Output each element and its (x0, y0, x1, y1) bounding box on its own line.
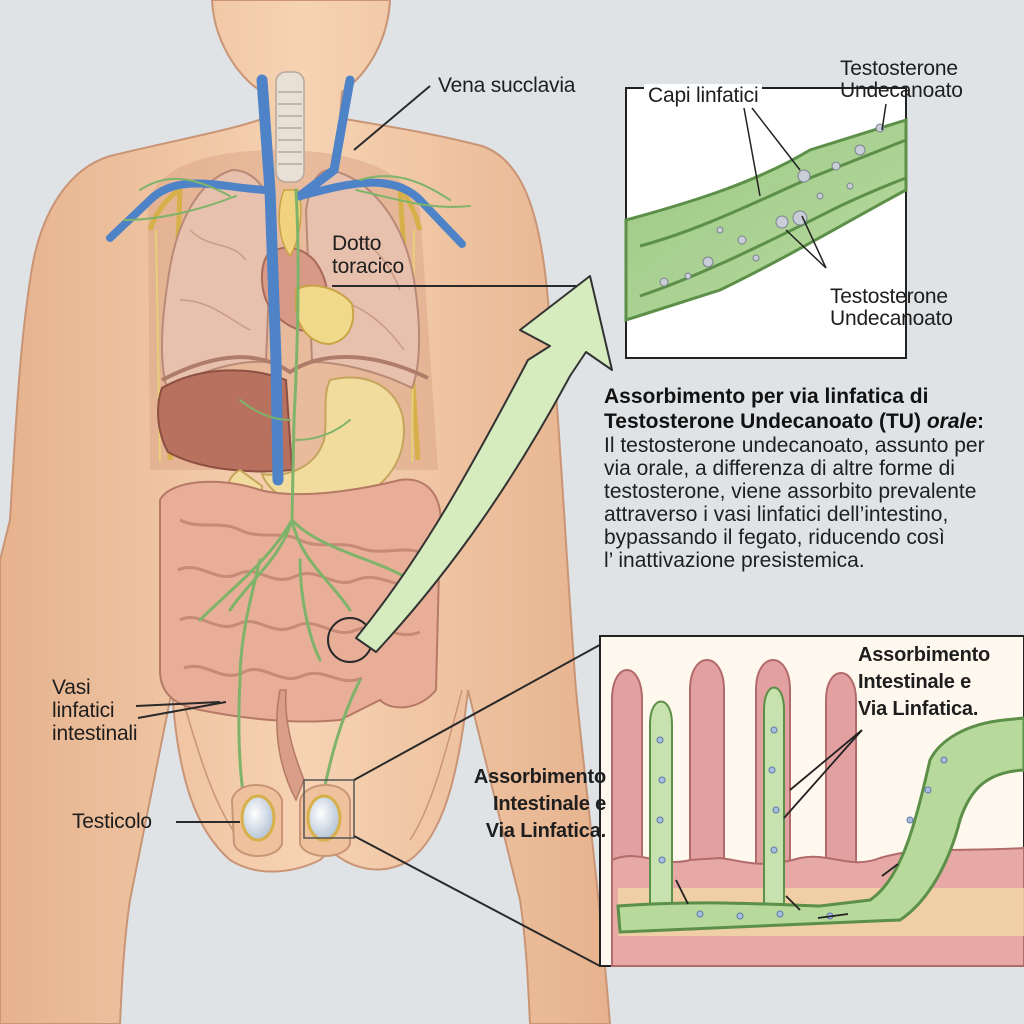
label-assorbimento-left-line1: Assorbimento (473, 766, 606, 788)
paragraph-title-prefix: Testosterone Undecanoato (TU) (604, 410, 927, 433)
label-vasi-linfatici-line2: linfatici (52, 699, 115, 722)
label-vasi-linfatici-line3: intestinali (52, 722, 138, 745)
paragraph-line-3: testosterone, viene assorbito prevalente (604, 480, 977, 503)
label-testosterone-top-line1: Testosterone (840, 57, 958, 80)
label-testosterone-top-line2: Undecanoato (840, 79, 963, 102)
label-vasi-linfatici: Vasi linfatici intestinali (52, 676, 138, 745)
paragraph-title: Assorbimento per via linfatica di Testos… (604, 384, 1020, 434)
label-assorbimento-right-line1: Assorbimento (858, 644, 991, 666)
lymph-vessel-inset (624, 87, 908, 359)
trachea (275, 71, 305, 183)
venous-system (106, 74, 466, 486)
testis-highlight-box (303, 779, 355, 839)
diaphragm (161, 354, 429, 382)
paragraph: Assorbimento per via linfatica di Testos… (604, 384, 1020, 572)
label-assorbimento-right-line3: Via Linfatica. (858, 698, 979, 720)
label-testicolo: Testicolo (72, 810, 152, 833)
label-dotto-toracico: Dotto toracico (332, 232, 404, 278)
label-assorbimento-right-line2: Intestinale e (858, 671, 971, 693)
label-testosterone-mid-line1: Testosterone (830, 285, 948, 308)
label-testosterone-mid-line2: Undecanoato (830, 307, 953, 330)
paragraph-line-1: Il testosterone undecanoato, assunto per (604, 434, 985, 457)
label-testosterone-mid: Testosterone Undecanoato (830, 286, 953, 330)
label-dotto-toracico-line1: Dotto (332, 232, 382, 255)
label-assorbimento-left-line2: Intestinale e (493, 793, 606, 815)
paragraph-line-4: attraverso i vasi linfatici dell’intesti… (604, 503, 949, 526)
label-dotto-toracico-line2: toracico (332, 255, 404, 278)
paragraph-body: Il testosterone undecanoato, assunto per… (604, 434, 1020, 572)
callout-lines (135, 85, 617, 967)
paragraph-title-suffix: : (977, 410, 985, 433)
label-capi-linfatici: Capi linfatici (644, 84, 763, 107)
paragraph-title-line1: Assorbimento per via linfatica di (604, 385, 929, 408)
label-vena-succlavia: Vena succlavia (438, 74, 576, 97)
label-testosterone-top: Testosterone Undecanoato (840, 58, 963, 102)
paragraph-line-5: bypassando il fegato, riducendo così (604, 526, 945, 549)
label-vasi-linfatici-line1: Vasi (52, 676, 91, 699)
paragraph-line-6: l’ inattivazione presistemica. (604, 549, 865, 572)
label-assorbimento-left: Assorbimento Intestinale e Via Linfatica… (456, 764, 606, 845)
label-assorbimento-right: Assorbimento Intestinale e Via Linfatica… (858, 642, 990, 723)
paragraph-line-2: via orale, a differenza di altre forme d… (604, 457, 955, 480)
liver (157, 369, 294, 473)
absorption-arrow (355, 275, 613, 653)
label-assorbimento-left-line3: Via Linfatica. (485, 820, 606, 842)
paragraph-title-italic: orale (926, 410, 978, 433)
villi-inset (599, 635, 1024, 967)
paragraph-title-line2: Testosterone Undecanoato (TU) orale: (604, 409, 1020, 434)
